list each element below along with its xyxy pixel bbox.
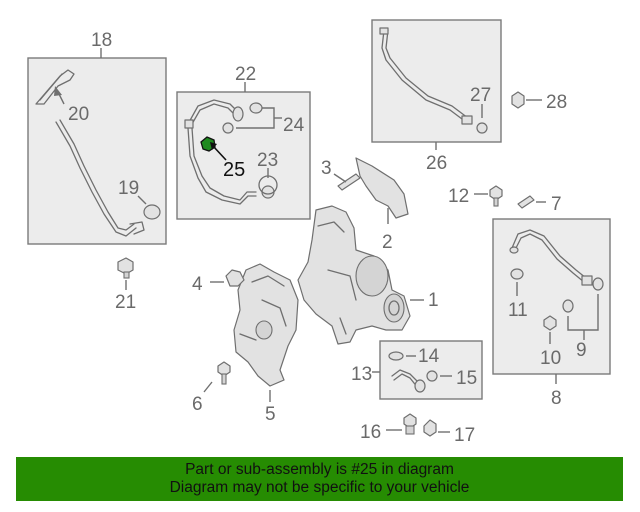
callout-14: 14 [418, 346, 440, 367]
callout-9: 9 [576, 340, 587, 361]
callout-24: 24 [283, 115, 305, 136]
box-part-26: 27 26 [371, 19, 502, 174]
callout-3: 3 [321, 158, 332, 179]
callout-26: 26 [426, 153, 447, 174]
part-28: 28 [511, 91, 567, 113]
callout-15: 15 [456, 368, 477, 389]
callout-6: 6 [192, 394, 203, 415]
callout-12: 12 [448, 186, 469, 207]
box-part-13: 14 13 15 [351, 340, 483, 400]
callout-21: 21 [115, 292, 136, 313]
callout-4: 4 [192, 274, 203, 295]
callout-28: 28 [546, 92, 567, 113]
callout-5: 5 [265, 404, 276, 425]
callout-18: 18 [91, 30, 112, 51]
part-5-manifold: 5 [233, 263, 299, 425]
callout-16: 16 [360, 422, 381, 443]
callout-1: 1 [428, 290, 439, 311]
box-part-18: 18 20 19 [27, 30, 167, 245]
callout-23: 23 [257, 150, 278, 171]
callout-10: 10 [540, 348, 561, 369]
box-part-8: 11 10 9 8 [492, 218, 611, 409]
callout-20: 20 [68, 104, 89, 125]
callout-17: 17 [454, 425, 475, 446]
info-banner: Part or sub-assembly is #25 in diagram D… [16, 457, 623, 501]
callout-2: 2 [382, 232, 393, 253]
callout-11: 11 [508, 300, 528, 321]
callout-13: 13 [351, 364, 372, 385]
banner-line-2: Diagram may not be specific to your vehi… [169, 479, 470, 496]
part-4: 4 [192, 269, 245, 295]
part-12-and-7: 12 7 [448, 185, 562, 215]
callout-8: 8 [551, 388, 562, 409]
callout-25: 25 [223, 159, 245, 181]
box-part-22: 22 24 23 25 [176, 64, 311, 220]
banner-line-1: Part or sub-assembly is #25 in diagram [185, 461, 454, 478]
part-16-and-17: 16 17 [360, 413, 475, 446]
callout-22: 22 [235, 64, 256, 85]
part-6: 6 [192, 361, 231, 415]
callout-7: 7 [551, 194, 562, 215]
part-21: 21 [115, 257, 136, 313]
part-25-highlighted [200, 136, 227, 161]
callout-27: 27 [470, 85, 491, 106]
part-1-turbocharger: 1 [297, 205, 439, 345]
part-3-and-2: 3 2 [321, 157, 409, 253]
callout-19: 19 [118, 178, 139, 199]
